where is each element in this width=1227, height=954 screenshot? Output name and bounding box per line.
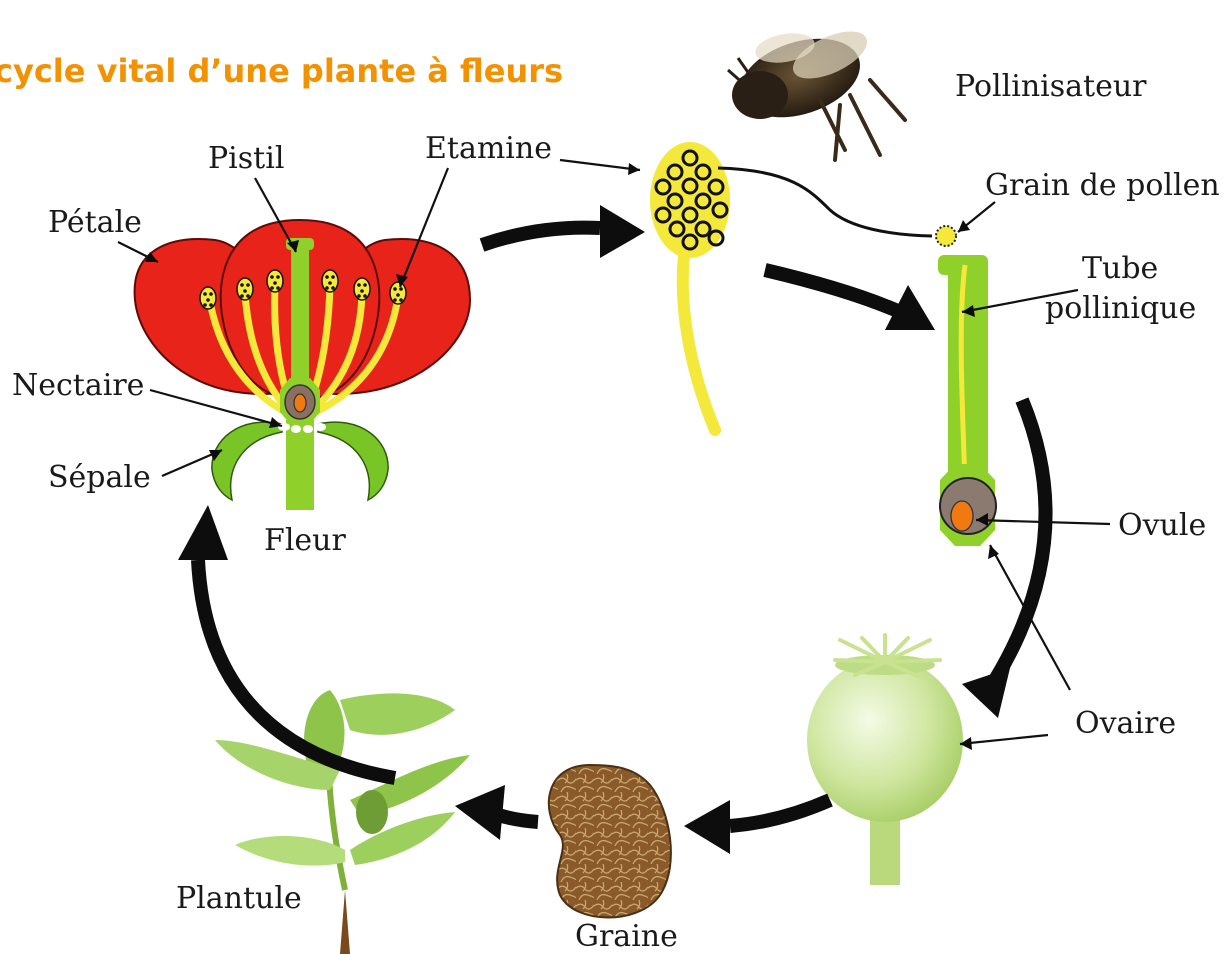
pistil-detail-illustration [936,226,996,546]
label-etamine: Etamine [425,131,552,166]
label-ovule: Ovule [1118,508,1206,543]
label-pistil: Pistil [208,141,284,176]
label-fleur: Fleur [264,523,346,558]
diagram-title: cycle vital d’une plante à fleurs [0,52,563,90]
pistil-style [291,240,309,390]
arrow-stamen-to-pistil [765,270,900,312]
arrow-ovary-to-seed [730,800,830,826]
seed-illustration [549,765,671,918]
sepal-left [212,422,282,500]
label-grain-de-pollen: Grain de pollen [985,168,1220,203]
label-petale: Pétale [48,205,142,240]
label-sepale: Sépale [48,460,151,495]
label-plantule: Plantule [176,881,302,916]
poppy-ovary-illustration [807,635,963,885]
arrow-pistil-to-ovary [995,400,1046,680]
label-tube-line2: pollinique [1045,291,1196,326]
sepal-right [318,422,388,500]
label-nectaire: Nectaire [12,368,144,403]
bee-image [728,22,905,160]
flower-stem [286,420,314,510]
label-graine: Graine [575,919,678,954]
arrow-flower-to-stamen [482,228,600,245]
label-pollinisateur: Pollinisateur [955,69,1147,104]
stamen-detail-illustration [650,142,932,430]
label-ovaire: Ovaire [1075,706,1176,741]
pollen-grain [936,226,956,246]
label-tube-line1: Tube [1082,251,1158,286]
